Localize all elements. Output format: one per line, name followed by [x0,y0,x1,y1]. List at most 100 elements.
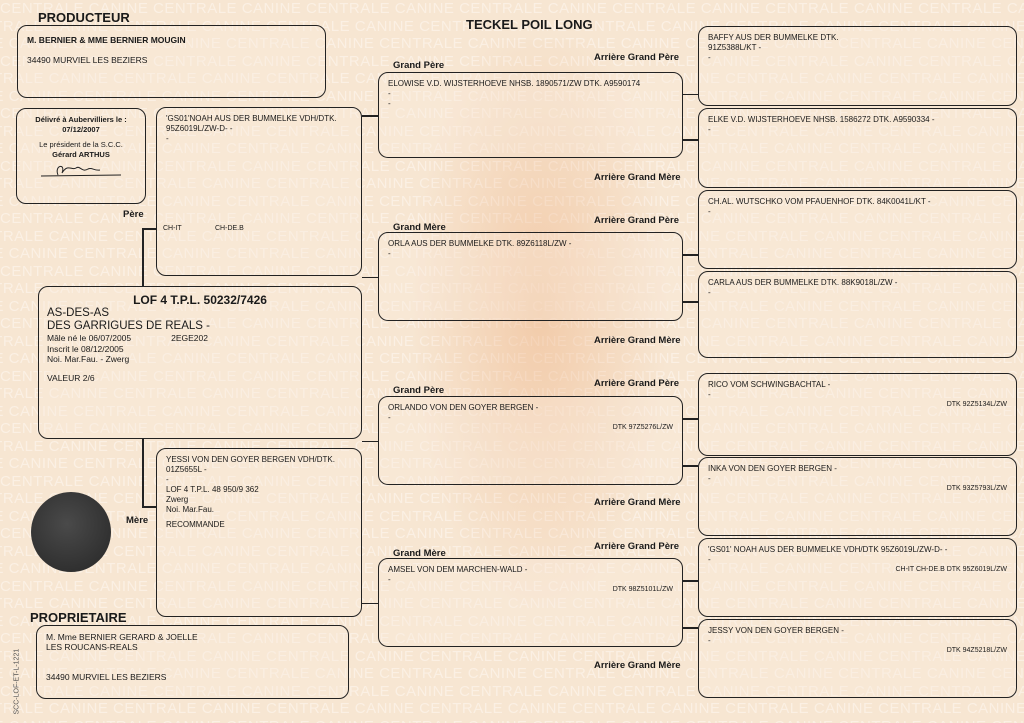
mere-line3: - [166,475,169,484]
pere-name: 'GS01'NOAH AUS DER BUMMELKE VDH/DTK. [166,114,337,123]
dog-registration: CH-IT CH-DE.B DTK 95Z6019L/ZW [895,566,1007,573]
arriere-grand-mere-label: Arrière Grand Mère [594,497,681,508]
dog-line-l2: - [708,207,711,216]
dog-line-l1: ELOWISE V.D. WIJSTERHOEVE NHSB. 1890571/… [388,79,641,88]
great-grandparent-box: CARLA AUS DER BUMMELKE DTK. 88K9018L/ZW … [698,271,1017,358]
dog-line-l1: ORLA AUS DER BUMMELKE DTK. 89Z6118L/ZW - [388,239,572,248]
grand-pere-label: Grand Père [393,60,445,71]
connector [683,301,698,303]
delivery-place: Délivré à Aubervilliers le : [35,115,127,124]
proprietaire-name: M. Mme BERNIER GERARD & JOELLE [46,632,198,642]
mere-label: Mère [126,515,149,526]
dog-line-l2: - [708,555,711,564]
connector [142,228,156,230]
subject-lof-number: LOF 4 T.P.L. 50232/7426 [133,293,267,307]
connector [142,506,156,508]
dog-line-l2: - [388,575,391,584]
subject-inscription: Inscrit le 08/12/2005 [47,343,124,354]
mere-lof: LOF 4 T.P.L. 48 950/9 362 [166,485,259,494]
arriere-grand-pere-label: Arrière Grand Père [594,541,680,552]
producteur-name: M. BERNIER & MME BERNIER MOUGIN [27,35,186,45]
connector [142,228,144,286]
dog-line-l2: - [708,474,711,483]
mere-name: YESSI VON DEN GOYER BERGEN VDH/DTK. [166,455,335,464]
pere-line3: - [166,134,169,143]
grand-mere-label: Grand Mère [393,548,446,559]
dog-line-l3: - [708,53,711,62]
grand-mere-label: Grand Mère [393,222,446,233]
dog-line-l2: - [388,89,391,98]
proprietaire-box: M. Mme BERNIER GERARD & JOELLE LES ROUCA… [36,625,349,699]
connector [683,418,698,420]
dog-registration: DTK 98Z5101L/ZW [612,586,673,593]
arriere-grand-pere-label: Arrière Grand Père [594,52,680,63]
president-title: Le président de la S.C.C. [39,140,123,149]
connector [683,580,698,582]
pere-label: Père [123,209,144,220]
dog-registration: DTK 92Z5134L/ZW [946,401,1007,408]
dog-line-l2: - [708,636,711,645]
dog-line-l2: - [708,288,711,297]
seal-stamp [31,492,111,572]
connector [683,93,698,95]
dog-line-l1: JESSY VON DEN GOYER BERGEN - [708,626,844,635]
subject-affix: DES GARRIGUES DE REALS - [47,320,210,332]
pere-title-1: CH-IT [163,225,182,232]
mere-registration: 01Z5655L - [166,465,207,474]
dog-line-l2: - [388,249,391,258]
arriere-grand-pere-label: Arrière Grand Père [594,215,680,226]
dog-line-l1: AMSEL VON DEM MARCHEN-WALD - [388,565,528,574]
great-grandparent-box: JESSY VON DEN GOYER BERGEN -- DTK 94Z5218… [698,619,1017,698]
delivery-date: 07/12/2007 [62,124,100,134]
dog-line-l2: - [388,413,391,422]
grand-pere-label: Grand Père [393,385,445,396]
subject-birth: Mâle né le 06/07/2005 [47,333,132,343]
grandparent-box: AMSEL VON DEM MARCHEN-WALD -- DTK 98Z5101… [378,558,683,647]
connector [362,276,378,278]
dog-line-l1: CARLA AUS DER BUMMELKE DTK. 88K9018L/ZW … [708,278,898,287]
form-code: SCC-LOF-ET-L-1221 [13,648,21,715]
grandparent-box: ORLA AUS DER BUMMELKE DTK. 89Z6118L/ZW -… [378,232,683,321]
great-grandparent-box: INKA VON DEN GOYER BERGEN --DTK 93Z5793L… [698,457,1017,536]
great-grandparent-box: 'GS01' NOAH AUS DER BUMMELKE VDH/DTK 95Z… [698,538,1017,617]
great-grandparent-box: RICO VOM SCHWINGBACHTAL --DTK 92Z5134L/Z… [698,373,1017,456]
dog-line-l1: 'GS01' NOAH AUS DER BUMMELKE VDH/DTK 95Z… [708,545,948,554]
mere-recommande: RECOMMANDE [166,520,225,529]
subject-valeur: VALEUR 2/6 [47,372,95,383]
dog-line-l1: CH.AL. WUTSCHKO VOM PFAUENHOF DTK. 84K00… [708,197,931,206]
grandparent-box: ELOWISE V.D. WIJSTERHOEVE NHSB. 1890571/… [378,72,683,158]
connector [683,254,698,256]
producteur-address: 34490 MURVIEL LES BEZIERS [27,55,148,65]
arriere-grand-mere-label: Arrière Grand Mère [594,660,681,671]
producteur-heading: PRODUCTEUR [38,10,130,25]
arriere-grand-mere-label: Arrière Grand Mère [594,335,681,346]
great-grandparent-box: BAFFY AUS DER BUMMELKE DTK.91Z5388L/KT -… [698,26,1017,106]
connector [362,440,378,442]
signature [40,166,122,177]
dog-line-l1: RICO VOM SCHWINGBACHTAL - [708,380,831,389]
dog-line-l1: ORLANDO VON DEN GOYER BERGEN - [388,403,539,412]
dog-registration: DTK 94Z5218L/ZW [946,647,1007,654]
dog-line-l1: INKA VON DEN GOYER BERGEN - [708,464,837,473]
proprietaire-heading: PROPRIETAIRE [30,610,127,625]
mere-box: YESSI VON DEN GOYER BERGEN VDH/DTK. 01Z5… [156,448,362,617]
connector [362,115,378,117]
dog-line-l2: 91Z5388L/KT - [708,43,762,52]
president-name: Gérard ARTHUS [52,149,110,159]
connector [142,438,144,506]
great-grandparent-box: ELKE V.D. WIJSTERHOEVE NHSB. 1586272 DTK… [698,108,1017,188]
grandparent-box: ORLANDO VON DEN GOYER BERGEN --DTK 97Z52… [378,396,683,485]
breed-title: TECKEL POIL LONG [466,17,593,32]
dog-line-l1: ELKE V.D. WIJSTERHOEVE NHSB. 1586272 DTK… [708,115,935,124]
delivery-box: Délivré à Aubervilliers le : 07/12/2007 … [16,108,146,204]
subject-color: Noi. Mar.Fau. - Zwerg [47,354,130,364]
connector [683,139,698,141]
dog-line-l3: - [388,99,391,108]
connector [362,602,378,604]
subject-name: AS-DES-AS [47,307,109,319]
pere-box: 'GS01'NOAH AUS DER BUMMELKE VDH/DTK. 95Z… [156,107,362,276]
arriere-grand-pere-label: Arrière Grand Père [594,378,680,389]
connector [683,465,698,467]
dog-line-l2: - [708,125,711,134]
proprietaire-place: LES ROUCANS-REALS [46,642,138,652]
